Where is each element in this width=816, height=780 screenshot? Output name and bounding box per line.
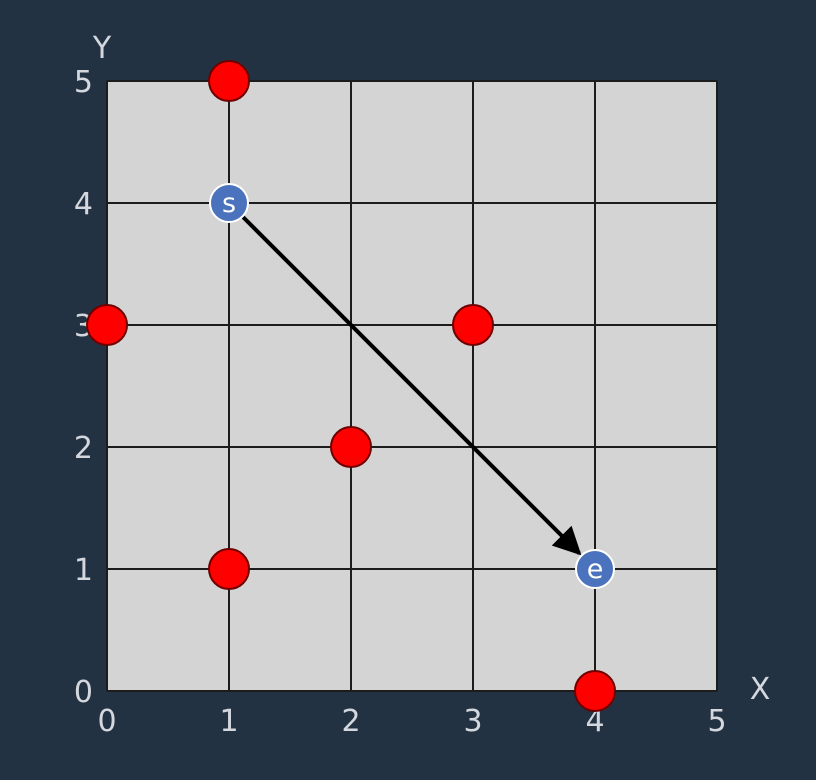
end-marker-label: e (587, 554, 604, 585)
y-tick-label-4: 4 (74, 187, 93, 222)
path-arrow (241, 215, 582, 556)
y-axis-label: Y (92, 31, 112, 66)
start-marker (209, 183, 249, 223)
start-marker-label: s (222, 188, 236, 219)
end-marker (575, 549, 615, 589)
x-axis-label: X (750, 672, 771, 707)
data-point-0 (208, 60, 250, 102)
y-tick-label-1: 1 (74, 553, 93, 588)
x-tick-label-2: 2 (341, 704, 360, 739)
data-point-4 (208, 548, 250, 590)
data-point-3 (330, 426, 372, 468)
x-tick-label-3: 3 (463, 704, 482, 739)
x-tick-label-1: 1 (219, 704, 238, 739)
data-point-2 (452, 304, 494, 346)
y-tick-label-0: 0 (74, 675, 93, 710)
x-tick-label-5: 5 (707, 704, 726, 739)
y-tick-label-2: 2 (74, 431, 93, 466)
data-point-5 (574, 670, 616, 712)
x-tick-label-0: 0 (97, 704, 116, 739)
data-point-1 (86, 304, 128, 346)
y-tick-label-5: 5 (74, 65, 93, 100)
x-tick-label-4: 4 (585, 704, 604, 739)
